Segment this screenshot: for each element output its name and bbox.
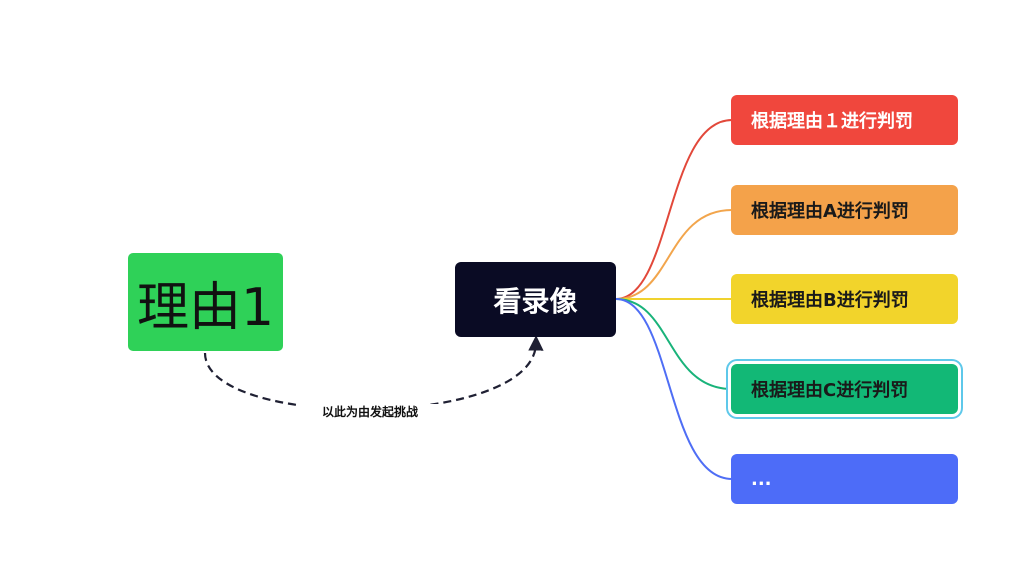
branch-node-5[interactable]: ... [731,454,958,504]
branch-connector-2 [615,209,733,300]
root-node[interactable]: 理由1 [128,253,283,351]
branch-connector-4 [615,298,733,390]
relation-connector[interactable] [203,335,544,411]
root-node-label: 理由1 [136,277,275,338]
branch-node-4-selected[interactable]: 根据理由C进行判罚 [731,364,958,414]
center-node[interactable]: 看录像 [455,262,616,337]
branch-node-3[interactable]: 根据理由B进行判罚 [731,274,958,324]
branch-node-1[interactable]: 根据理由１进行判罚 [731,95,958,145]
branch-node-2[interactable]: 根据理由A进行判罚 [731,185,958,235]
branch-node-label: 根据理由C进行判罚 [751,380,909,401]
relation-label[interactable]: 以此为由发起挑战 [300,404,440,420]
branch-connector-5 [615,298,733,480]
branch-node-label: 根据理由A进行判罚 [751,201,909,222]
branch-node-label: 根据理由１进行判罚 [751,111,913,132]
branch-connector-1 [615,119,733,300]
center-node-label: 看录像 [493,284,578,318]
branch-node-label: 根据理由B进行判罚 [751,290,909,311]
branch-node-label: ... [751,468,772,490]
